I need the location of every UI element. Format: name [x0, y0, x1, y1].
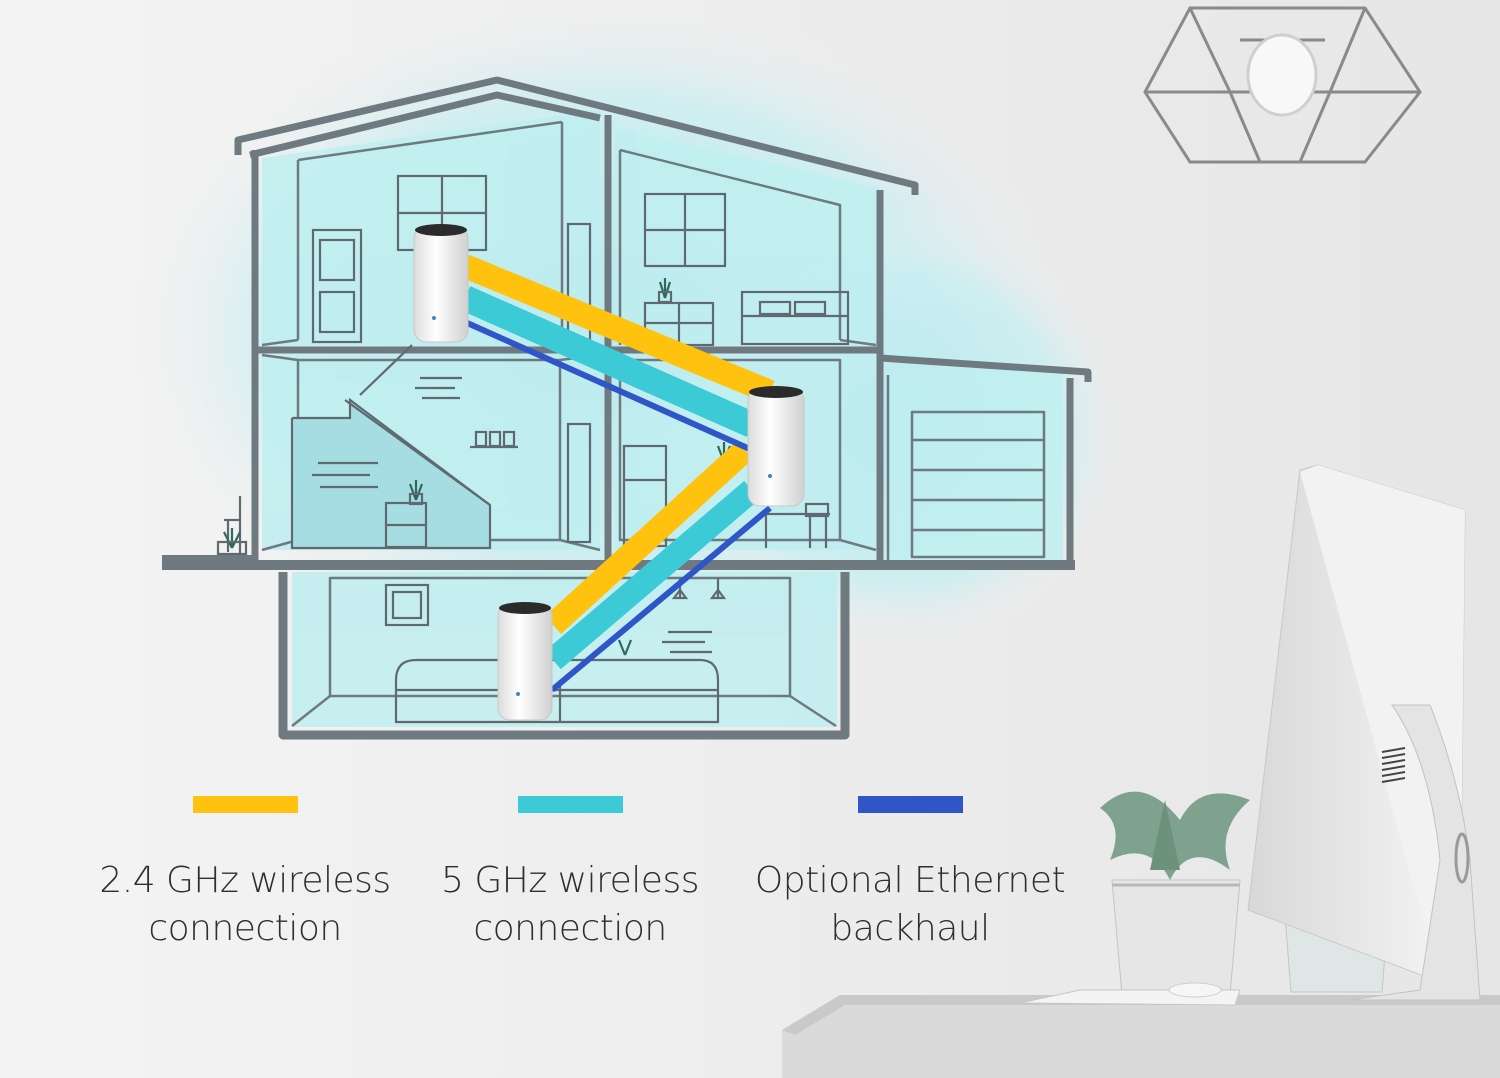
door-icon — [566, 422, 592, 544]
ceiling-lamp-icon — [1143, 6, 1422, 164]
brick-wall-icon — [662, 630, 712, 654]
picture-frame-icon — [384, 583, 430, 627]
link-ethernet-top-to-middle — [463, 319, 754, 453]
shelf-icon — [470, 430, 518, 449]
legend-swatch-blue-icon — [857, 796, 963, 813]
link-24ghz-top-to-middle — [460, 254, 775, 404]
mouse-icon — [1168, 982, 1222, 998]
staircase-icon — [290, 344, 492, 550]
legend-label-ethernet: Optional Ethernet backhaul — [754, 860, 1066, 949]
connection-links — [459, 254, 775, 693]
furniture — [216, 174, 850, 724]
plant-icon — [657, 278, 673, 304]
window-icon — [643, 192, 727, 268]
brick-wall-icon — [415, 376, 462, 400]
potted-plant-icon — [1100, 791, 1250, 996]
plant-icon — [216, 528, 248, 556]
legend-swatch-cyan-icon — [517, 796, 623, 813]
link-ethernet-middle-to-basement — [550, 505, 772, 693]
cabinet-icon — [384, 501, 428, 549]
legend-swatch-yellow-icon — [192, 796, 298, 813]
legend-item-24ghz: 2.4 GHz wireless connection — [65, 790, 425, 953]
bed-icon — [740, 290, 850, 346]
mesh-router-icon — [747, 386, 805, 507]
door-icon — [311, 228, 363, 344]
desk — [782, 995, 1500, 1078]
mesh-router-icon — [413, 224, 469, 343]
plant-icon — [617, 639, 633, 656]
brick-wall-icon — [312, 461, 378, 489]
link-5ghz-middle-to-basement — [545, 480, 760, 670]
monitor-icon — [1247, 464, 1481, 1001]
mesh-router-icon — [497, 602, 553, 721]
plant-icon — [408, 480, 424, 506]
legend-item-5ghz: 5 GHz wireless connection — [390, 790, 750, 953]
legend-item-ethernet: Optional Ethernet backhaul — [730, 790, 1090, 953]
dining-table-icon — [760, 502, 830, 548]
legend-label-24ghz: 2.4 GHz wireless connection — [99, 860, 391, 949]
chair-icon — [224, 496, 242, 555]
link-5ghz-top-to-middle — [459, 286, 758, 437]
link-24ghz-middle-to-basement — [544, 441, 754, 634]
legend-label-5ghz: 5 GHz wireless connection — [441, 860, 699, 949]
